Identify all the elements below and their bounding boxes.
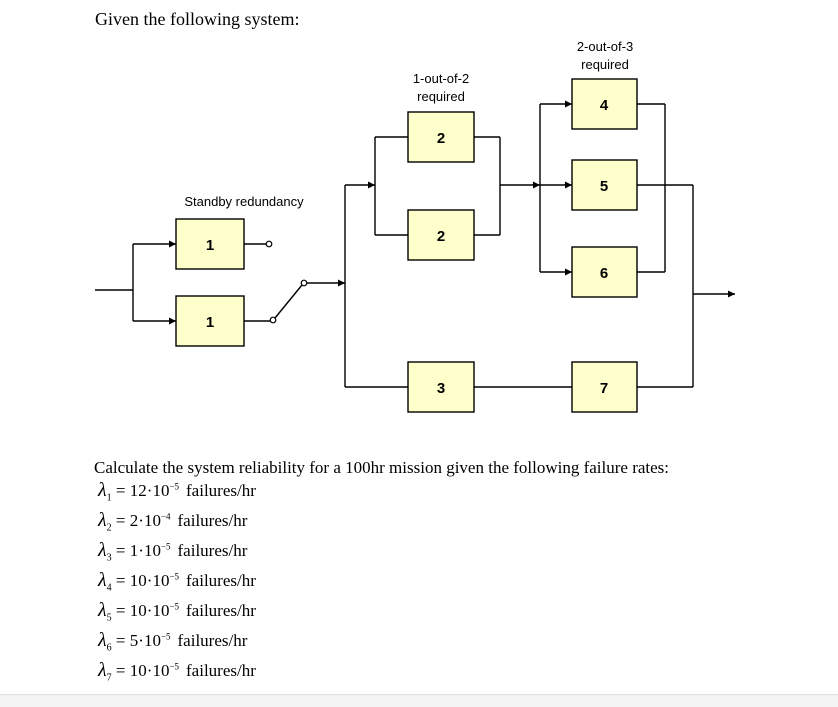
block-2-upper: 2 (407, 111, 475, 163)
rate-exponent: −5 (160, 631, 171, 642)
rate-exponent: −5 (169, 571, 180, 582)
equals-sign: = (111, 601, 130, 620)
question-text: Calculate the system reliability for a 1… (94, 458, 670, 477)
bottom-bar (0, 694, 838, 707)
rate-exponent: −4 (160, 511, 171, 522)
rate-subscript: 4 (106, 582, 112, 594)
equals-sign: = (111, 541, 130, 560)
multiply-dot: · (138, 541, 144, 560)
rate-subscript: 3 (106, 552, 112, 564)
multiply-dot: · (146, 601, 153, 620)
rate-unit: failures/hr (186, 571, 256, 590)
block-1-active: 1 (175, 218, 245, 270)
multiply-dot: · (146, 481, 153, 500)
rate-coefficient: 5 (129, 631, 139, 650)
rate-coefficient: 10 (129, 661, 147, 680)
lambda-symbol: λ (98, 659, 107, 681)
lambda-symbol: λ (98, 509, 107, 531)
rate-base: 10 (143, 631, 161, 650)
two-of-three-label-line1: 2-out-of-3 (577, 39, 633, 54)
multiply-dot: · (138, 511, 144, 530)
two-of-three-label-line2: required (581, 57, 629, 72)
rate-base: 10 (152, 571, 170, 590)
block-label: 1 (206, 314, 214, 331)
rate-base: 10 (152, 481, 170, 500)
standby-redundancy-label: Standby redundancy (184, 194, 304, 209)
intro-text: Given the following system: (95, 9, 300, 29)
lambda-symbol: λ (98, 599, 107, 621)
block-label: 6 (600, 265, 608, 282)
lambda-symbol: λ (98, 479, 107, 501)
failure-rate-line: λ3 = 1·10−5 failures/hr (98, 539, 247, 563)
rate-subscript: 7 (106, 672, 112, 684)
rate-unit: failures/hr (177, 541, 248, 560)
rate-exponent: −5 (169, 661, 180, 672)
lambda-symbol: λ (98, 629, 107, 651)
rate-coefficient: 1 (129, 541, 139, 560)
block-6: 6 (571, 246, 638, 298)
multiply-dot: · (146, 661, 153, 680)
multiply-dot: · (138, 631, 144, 650)
lambda-symbol: λ (98, 569, 107, 591)
equals-sign: = (111, 631, 130, 650)
one-of-two-label-line1: 1-out-of-2 (413, 71, 469, 86)
block-label: 3 (437, 380, 445, 397)
block-label: 2 (437, 130, 445, 147)
reliability-block-diagram: 1 1 2 2 3 4 5 6 7 Standby redundancy 1-o… (95, 39, 735, 413)
rate-subscript: 2 (106, 522, 112, 534)
rate-subscript: 1 (106, 492, 112, 504)
rate-subscript: 5 (106, 612, 112, 624)
equals-sign: = (111, 661, 130, 680)
block-4: 4 (571, 78, 638, 130)
rate-coefficient: 10 (129, 601, 147, 620)
block-2-lower: 2 (407, 209, 475, 261)
rate-unit: failures/hr (177, 511, 248, 530)
equals-sign: = (111, 571, 130, 590)
rate-coefficient: 2 (129, 511, 139, 530)
rate-coefficient: 12 (129, 481, 147, 500)
equals-sign: = (111, 481, 130, 500)
wiring (95, 100, 735, 388)
failure-rate-line: λ1 = 12·10−5 failures/hr (98, 479, 256, 503)
rate-exponent: −5 (160, 541, 171, 552)
rate-subscript: 6 (106, 642, 112, 654)
rate-coefficient: 10 (129, 571, 147, 590)
block-label: 7 (600, 380, 608, 397)
rate-exponent: −5 (169, 481, 180, 492)
block-label: 5 (600, 178, 608, 195)
rate-unit: failures/hr (186, 601, 256, 620)
lambda-symbol: λ (98, 539, 107, 561)
rate-base: 10 (143, 511, 161, 530)
rate-unit: failures/hr (177, 631, 248, 650)
block-3: 3 (407, 361, 475, 413)
block-label: 4 (600, 97, 609, 114)
rate-base: 10 (143, 541, 161, 560)
one-of-two-label-line2: required (417, 89, 465, 104)
block-7: 7 (571, 361, 638, 413)
equals-sign: = (111, 511, 130, 530)
rate-exponent: −5 (169, 601, 180, 612)
block-1-standby: 1 (175, 295, 245, 347)
rate-base: 10 (152, 601, 170, 620)
block-5: 5 (571, 159, 638, 211)
block-label: 1 (206, 237, 214, 254)
rate-base: 10 (152, 661, 170, 680)
rate-unit: failures/hr (186, 661, 256, 680)
block-label: 2 (437, 228, 445, 245)
failure-rate-line: λ6 = 5·10−5 failures/hr (98, 629, 247, 653)
switch-contacts (265, 240, 308, 324)
multiply-dot: · (146, 571, 153, 590)
rate-unit: failures/hr (186, 481, 256, 500)
